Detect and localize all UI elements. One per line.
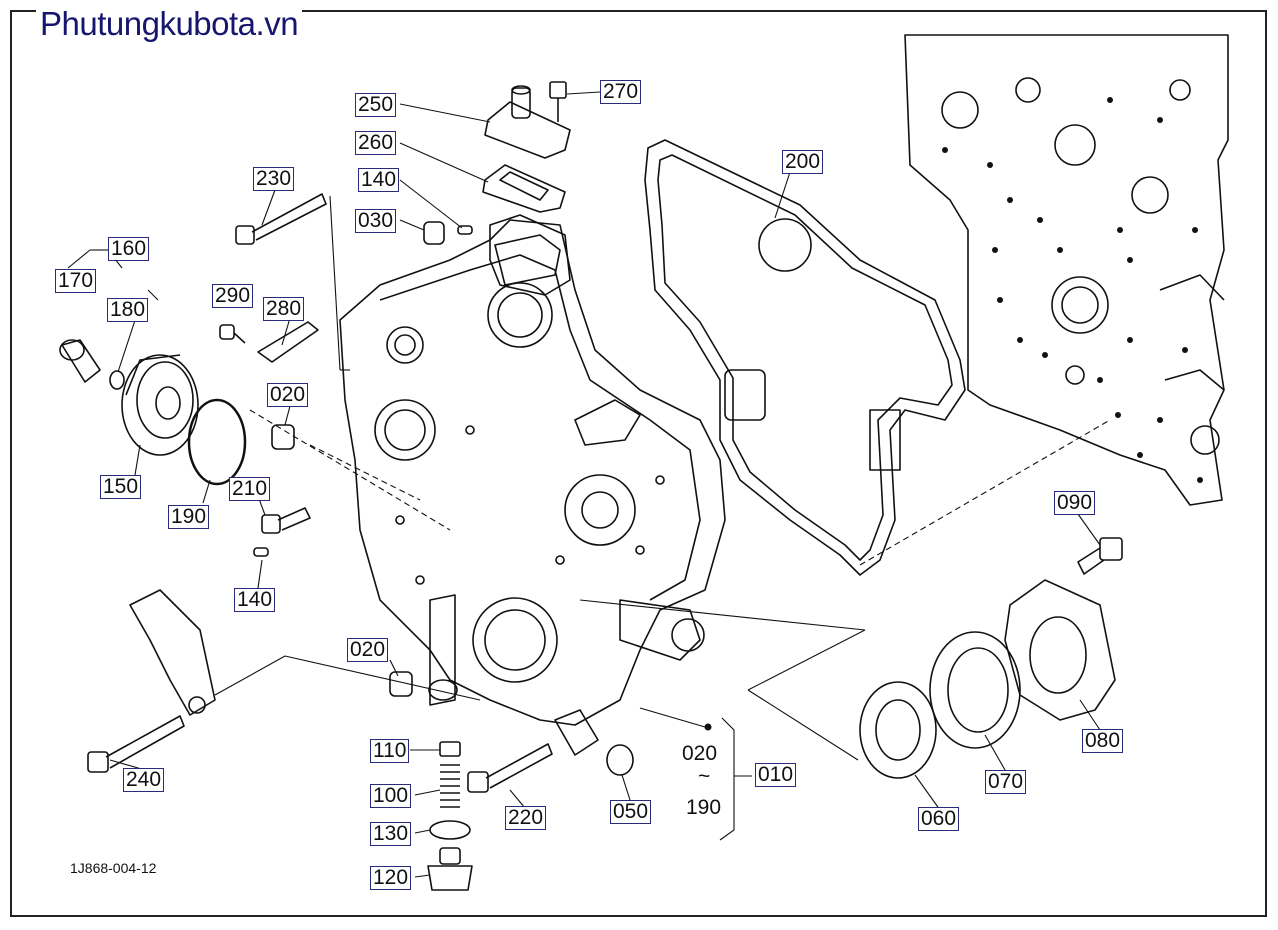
callout-220[interactable]: 220 [505, 806, 547, 830]
bracket [129, 589, 216, 716]
ring-180 [109, 370, 125, 390]
range-to: 190 [686, 796, 722, 819]
callout-080[interactable]: 080 [1082, 729, 1124, 753]
callout-110[interactable]: 110 [370, 739, 410, 763]
callout-090[interactable]: 090 [1054, 491, 1096, 515]
callout-010[interactable]: 010 [755, 763, 797, 787]
callout-050[interactable]: 050 [610, 800, 652, 824]
callout-210[interactable]: 210 [229, 477, 271, 501]
callout-170[interactable]: 170 [55, 269, 97, 293]
bolt-210 [261, 507, 311, 534]
range-from: 020 [682, 742, 718, 765]
callout-230[interactable]: 230 [253, 167, 295, 191]
plate-280 [257, 321, 319, 363]
callout-150[interactable]: 150 [100, 475, 142, 499]
bolt-220 [467, 743, 553, 793]
diagram-frame [10, 10, 1267, 917]
outer-rotor-070 [929, 631, 1021, 749]
plug-170 [59, 339, 101, 383]
range-tilde: ~ [698, 765, 711, 788]
callout-160[interactable]: 160 [108, 237, 150, 261]
brand-watermark: Phutungkubota.vn [36, 4, 303, 44]
callout-280[interactable]: 280 [263, 297, 305, 321]
bolt-270 [549, 81, 567, 122]
o-ring-190 [187, 398, 247, 486]
callout-020-top[interactable]: 020 [267, 383, 309, 407]
bolt-240 [87, 715, 185, 773]
callout-020-bottom[interactable]: 020 [347, 638, 389, 662]
plug-110 [439, 741, 461, 757]
cover-080 [1004, 579, 1116, 721]
callout-250[interactable]: 250 [355, 93, 397, 117]
callout-140-bottom[interactable]: 140 [234, 588, 276, 612]
callout-260[interactable]: 260 [355, 131, 397, 155]
callout-270[interactable]: 270 [600, 80, 642, 104]
plate-250 [484, 85, 571, 159]
seal-050 [606, 744, 634, 776]
callout-290[interactable]: 290 [212, 284, 254, 308]
callout-130[interactable]: 130 [370, 822, 412, 846]
bolt-230 [235, 193, 327, 245]
spring-100 [440, 764, 460, 808]
washer-130 [429, 820, 471, 840]
drawing-code: 1J868-004-12 [70, 860, 157, 876]
bolt-090 [1077, 537, 1123, 575]
callout-070[interactable]: 070 [985, 770, 1027, 794]
callout-240[interactable]: 240 [123, 768, 165, 792]
pin-140-top [457, 225, 473, 235]
plug-120 [427, 847, 473, 891]
cylinder-block [904, 34, 1229, 506]
plug-020-top [271, 424, 295, 450]
callout-120[interactable]: 120 [370, 866, 412, 890]
block-holes [942, 97, 1203, 483]
screw-290 [219, 324, 246, 344]
inner-rotor-060 [859, 681, 937, 779]
leader-dot [704, 723, 712, 731]
callout-180[interactable]: 180 [107, 298, 149, 322]
gear-case [339, 219, 726, 756]
gasket-200 [644, 139, 966, 576]
plug-020-bottom [389, 671, 413, 697]
callout-140-top[interactable]: 140 [358, 168, 400, 192]
plug-030 [423, 221, 445, 245]
callout-200[interactable]: 200 [782, 150, 824, 174]
leader-lines [67, 91, 1111, 878]
callout-060[interactable]: 060 [918, 807, 960, 831]
pin-140-bottom [253, 547, 269, 557]
callout-100[interactable]: 100 [370, 784, 412, 808]
callout-190[interactable]: 190 [168, 505, 210, 529]
housing-top [489, 214, 571, 296]
gasket-260 [482, 164, 566, 213]
cover-150 [121, 354, 199, 456]
callout-030[interactable]: 030 [355, 209, 397, 233]
